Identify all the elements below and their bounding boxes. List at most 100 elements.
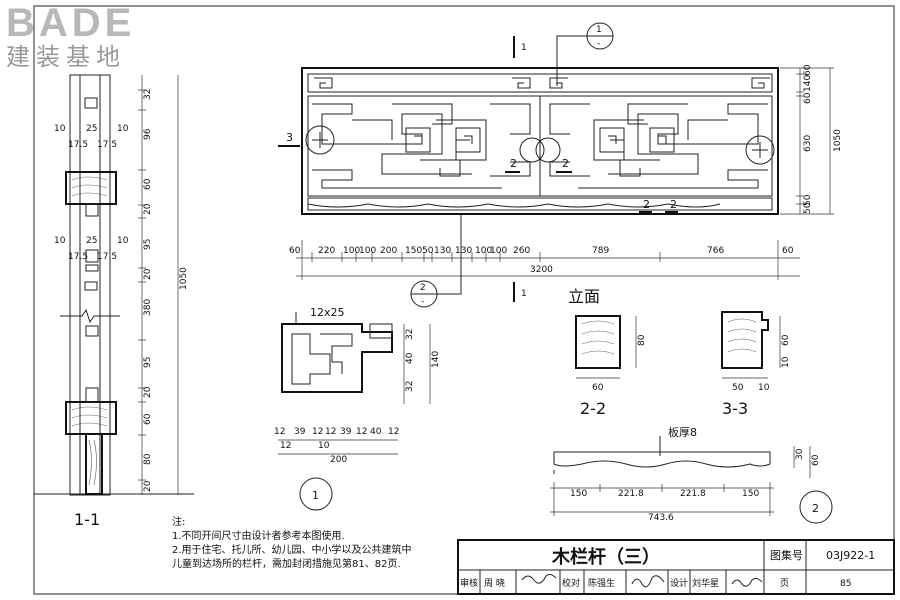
svg-text:10: 10	[781, 356, 791, 368]
svg-text:60: 60	[803, 64, 813, 76]
dim-20c: 20	[143, 386, 153, 398]
svg-text:1: 1	[521, 43, 527, 53]
svg-text:40: 40	[370, 427, 382, 437]
svg-text:130: 130	[455, 246, 472, 256]
designer-signature	[731, 577, 763, 587]
svg-text:12: 12	[280, 441, 291, 451]
svg-text:32: 32	[405, 381, 415, 392]
svg-text:12: 12	[274, 427, 285, 437]
dim-20b: 20	[143, 268, 153, 280]
detail-1-marker: 1	[299, 477, 333, 511]
svg-text:10: 10	[54, 124, 66, 134]
reviewer-signature	[521, 573, 557, 584]
atlas-number: 03J922-1	[826, 549, 875, 562]
svg-text:140: 140	[431, 351, 441, 368]
svg-text:2: 2	[643, 198, 650, 211]
dim-95b: 95	[143, 357, 153, 368]
svg-text:60: 60	[781, 334, 791, 346]
detail-1-drawing: 12x25	[278, 306, 431, 455]
svg-text:39: 39	[294, 427, 306, 437]
logo-brand-text: BADE	[6, 1, 136, 45]
board-thickness-label: 板厚8	[668, 425, 697, 439]
rail-section-bottom	[65, 387, 117, 495]
svg-text:1: 1	[521, 289, 527, 299]
review-label: 审核	[460, 577, 478, 589]
svg-text:2: 2	[812, 502, 819, 515]
svg-text:60: 60	[811, 454, 821, 466]
dim-60b: 60	[143, 413, 153, 425]
sheet-border	[33, 5, 895, 595]
svg-text:60: 60	[803, 92, 813, 104]
svg-text:221.8: 221.8	[618, 489, 644, 499]
svg-text:150: 150	[570, 489, 587, 499]
railing-elevation	[301, 67, 779, 215]
reviewer-name: 周 晓	[484, 577, 505, 589]
svg-text:17.5: 17.5	[97, 140, 117, 150]
svg-text:-: -	[597, 39, 600, 49]
svg-text:50: 50	[803, 194, 813, 206]
page-number: 85	[840, 579, 851, 589]
check-label: 校对	[562, 577, 580, 589]
section-3-3-label: 3-3	[722, 399, 748, 418]
svg-text:2: 2	[670, 198, 677, 211]
logo-subtitle: 建装基地	[6, 43, 126, 71]
dim-96: 96	[143, 128, 153, 140]
svg-text:220: 220	[318, 246, 335, 256]
svg-text:10: 10	[117, 236, 129, 246]
member-size-label: 12x25	[310, 306, 345, 319]
svg-text:2: 2	[562, 157, 569, 170]
svg-text:1: 1	[596, 25, 602, 35]
svg-text:150: 150	[405, 246, 422, 256]
section-cut-3: 3	[278, 131, 300, 147]
elevation-vertical-dims: 60 140 60 630 50 50 1050	[780, 64, 843, 215]
section-1-1-vertical-dims: 32 96 60 20 95 20 380 95 20 60 80 20 105…	[143, 89, 189, 492]
svg-text:40: 40	[405, 352, 415, 364]
svg-text:30: 30	[795, 448, 805, 460]
drawing-title: 木栏杆（三）	[551, 546, 660, 568]
rail-section-mid	[85, 249, 99, 272]
svg-text:-: -	[421, 297, 424, 307]
note-line-2: 2.用于住宅、托儿所、幼儿园、中小学以及公共建筑中	[172, 545, 412, 556]
svg-text:25: 25	[86, 124, 97, 134]
svg-text:25: 25	[86, 236, 97, 246]
dim-32: 32	[143, 89, 153, 100]
section-2-2-label: 2-2	[580, 399, 606, 418]
svg-text:200: 200	[380, 246, 397, 256]
svg-text:743.6: 743.6	[648, 513, 674, 523]
dim-20: 20	[143, 203, 153, 215]
detail-2-drawing: 板厚8 150 221.8 221.8 150 743.6 30 60	[550, 425, 821, 523]
page-label: 页	[780, 578, 789, 589]
svg-text:130: 130	[434, 246, 451, 256]
svg-text:60: 60	[782, 246, 794, 256]
dim-60: 60	[143, 178, 153, 190]
notes-block: 注: 1.不同开间尺寸由设计者参考本图使用. 2.用于住宅、托儿所、幼儿园、中小…	[172, 516, 462, 572]
section-3-3-drawing: 60 10 50 10	[721, 311, 791, 393]
checker-signature	[631, 575, 665, 588]
svg-text:100: 100	[343, 246, 360, 256]
detail-callout-top: 1 -	[556, 22, 614, 86]
section-1-1	[60, 74, 179, 496]
svg-text:17.5: 17.5	[68, 140, 88, 150]
svg-text:150: 150	[742, 489, 759, 499]
svg-text:3: 3	[286, 131, 293, 144]
notes-title: 注:	[172, 517, 186, 528]
dim-80: 80	[143, 453, 153, 465]
detail-2-marker: 2	[799, 490, 833, 524]
svg-text:1050: 1050	[833, 129, 843, 152]
section-1-1-label: 1-1	[74, 510, 100, 529]
dim-95: 95	[143, 239, 153, 250]
section-cut-2: 2 2 2 2	[505, 157, 678, 213]
svg-text:50: 50	[422, 246, 434, 256]
svg-text:60: 60	[592, 383, 604, 393]
title-block	[457, 539, 895, 595]
note-line-1: 1.不同开间尺寸由设计者参考本图使用.	[172, 531, 345, 542]
dim-20d: 20	[143, 480, 153, 492]
section-2-2-drawing: 80 60	[575, 315, 647, 393]
svg-text:100: 100	[359, 246, 376, 256]
svg-text:140: 140	[803, 75, 813, 92]
svg-text:1: 1	[312, 489, 319, 502]
note-line-3: 儿童到达场所的栏杆，需加封闭措施见第81、82页.	[172, 559, 401, 570]
fret-pattern-left	[305, 103, 545, 189]
atlas-label: 图集号	[770, 548, 803, 562]
